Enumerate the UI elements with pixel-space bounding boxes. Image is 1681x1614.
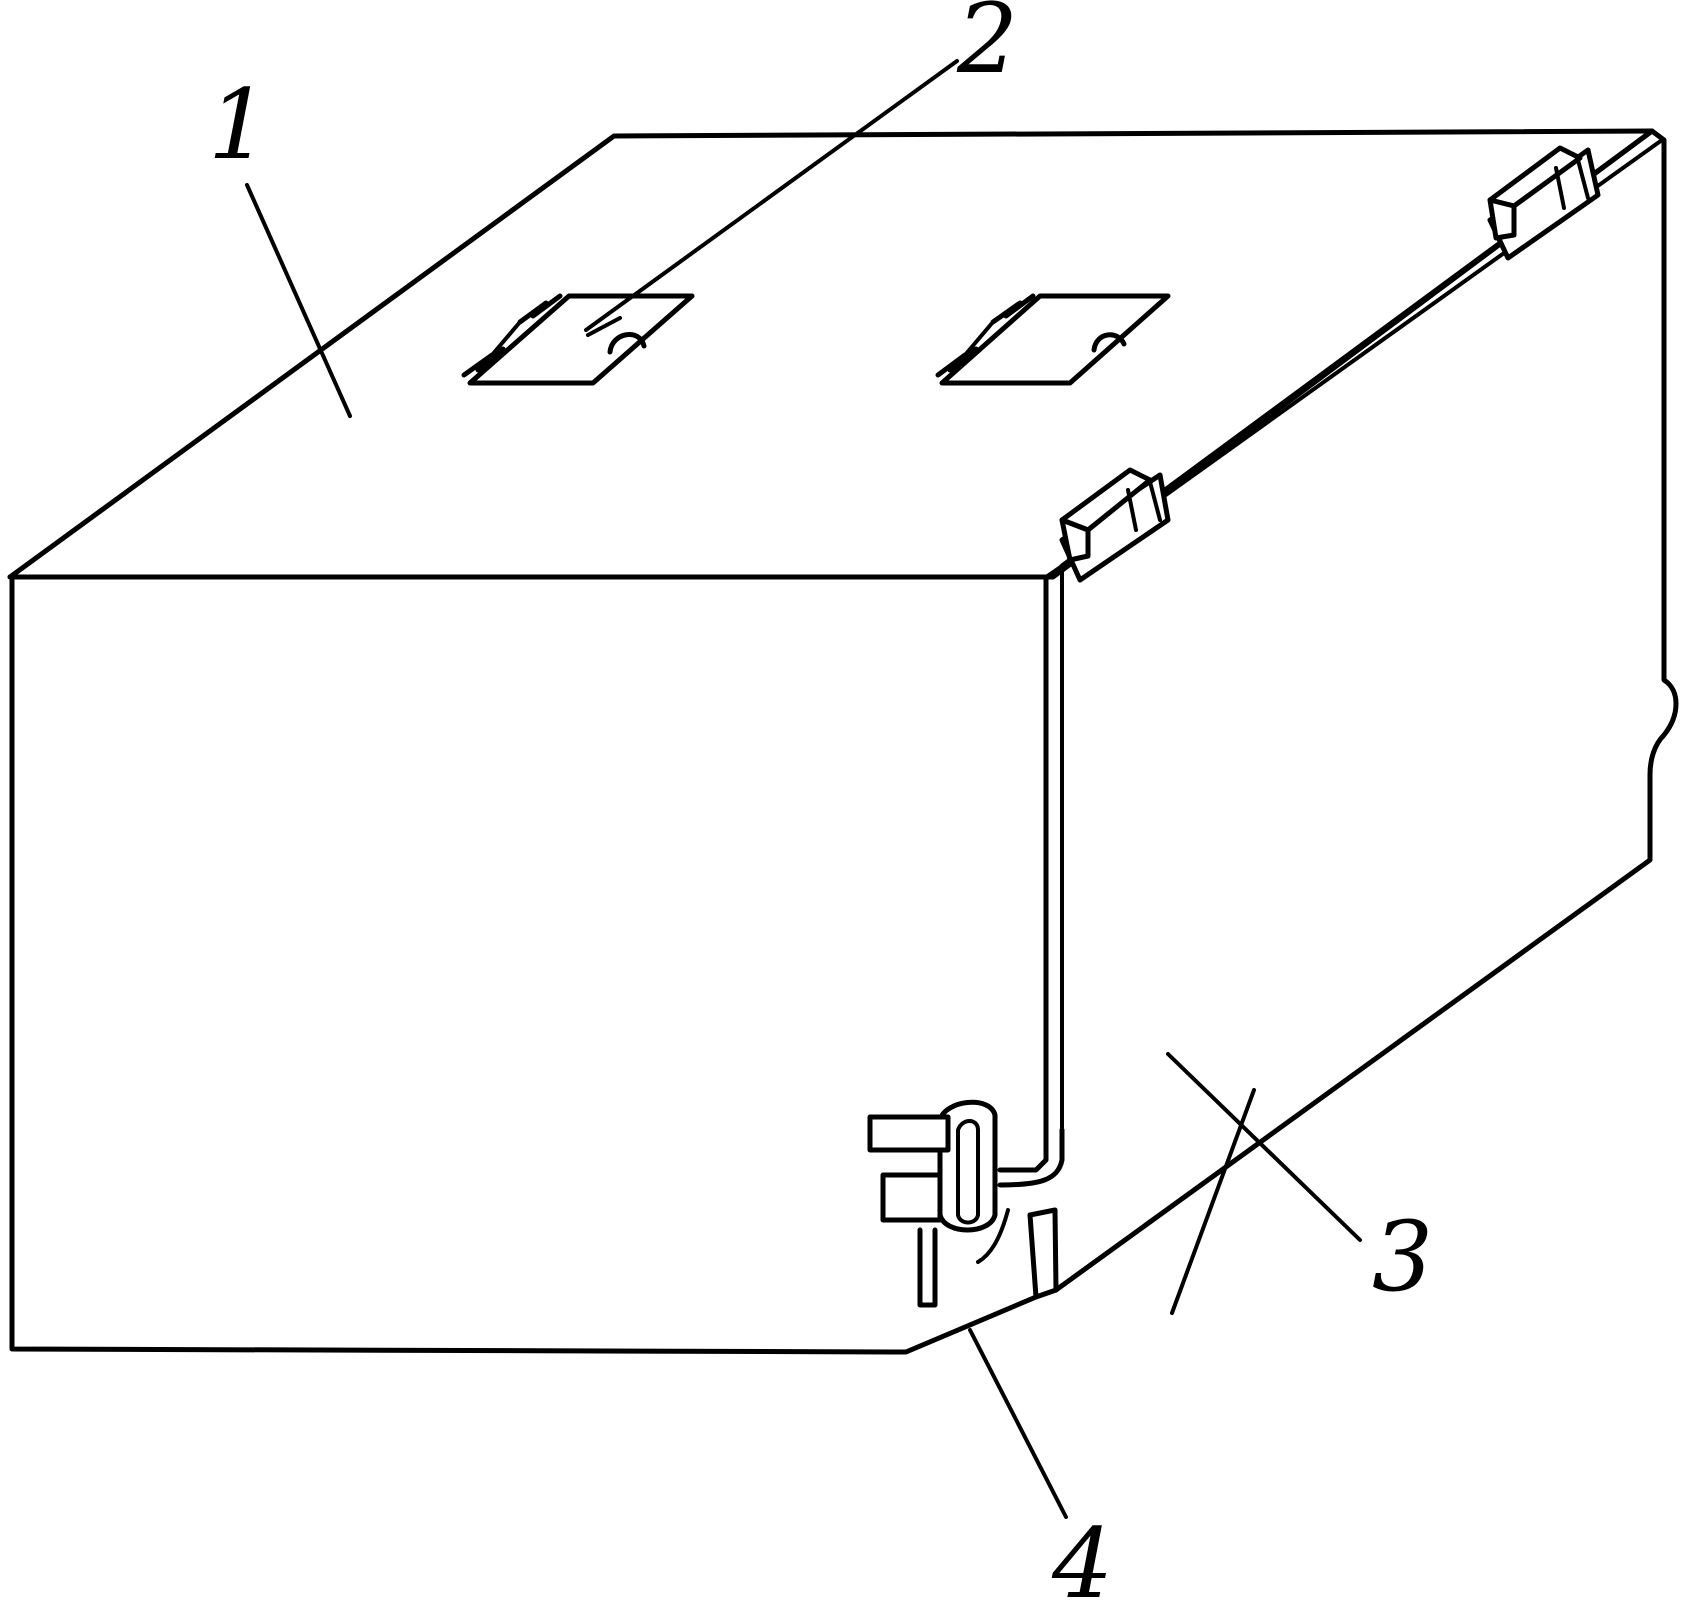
label-1: 1 — [208, 69, 269, 181]
label-2: 2 — [956, 0, 1018, 95]
side-panel — [1053, 128, 1679, 1293]
leader-lines — [245, 59, 1362, 1519]
leader-3 — [1166, 1052, 1362, 1242]
leader-4 — [968, 1328, 1068, 1519]
top-hinge-front — [1059, 467, 1171, 583]
top-panel — [7, 128, 1655, 580]
leader-2 — [584, 59, 959, 332]
front-panel — [7, 564, 1064, 1355]
label-4: 4 — [1051, 1508, 1113, 1614]
leader-1 — [245, 183, 352, 418]
label-3: 3 — [1372, 1201, 1433, 1313]
front-latch — [867, 1099, 1065, 1308]
reference-labels: 1 2 3 4 — [208, 0, 1433, 1614]
handle-left — [461, 293, 695, 386]
handle-right — [935, 293, 1171, 386]
leader-3b — [1170, 1088, 1256, 1315]
top-hinge-rear — [1487, 145, 1601, 261]
